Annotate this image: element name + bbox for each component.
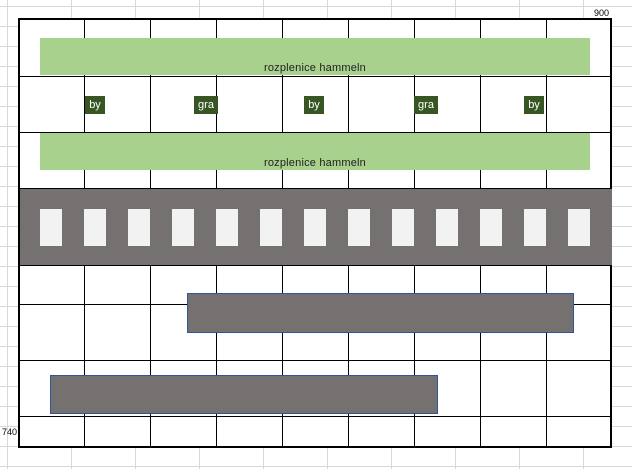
window-cell <box>128 209 150 246</box>
window-cell <box>436 209 458 246</box>
grid-row-line <box>20 360 610 361</box>
grid-row-line <box>20 132 610 133</box>
gray-bar-lower <box>50 375 438 414</box>
grid-row-line <box>20 76 610 77</box>
window-cell <box>480 209 502 246</box>
green-band-bottom: rozplenice hammeln <box>40 133 590 170</box>
window-cell <box>348 209 370 246</box>
tag-by: by <box>524 96 544 114</box>
window-cell <box>524 209 546 246</box>
tag-gra: gra <box>194 96 218 114</box>
window-cell <box>40 209 62 246</box>
window-cell <box>216 209 238 246</box>
top-right-number: 900 <box>594 8 610 18</box>
bottom-left-number: 740 <box>2 427 18 437</box>
gray-block-row <box>20 189 612 265</box>
window-cell <box>392 209 414 246</box>
green-band-top: rozplenice hammeln <box>40 38 590 75</box>
band-label: rozplenice hammeln <box>263 62 367 74</box>
window-cell <box>304 209 326 246</box>
window-cell <box>84 209 106 246</box>
tag-by: by <box>85 96 105 114</box>
window-cell <box>568 209 590 246</box>
window-cell <box>260 209 282 246</box>
tag-by: by <box>304 96 324 114</box>
gray-bar-upper <box>187 293 574 333</box>
tag-gra: gra <box>414 96 438 114</box>
grid-row-line <box>20 264 610 266</box>
window-cell <box>172 209 194 246</box>
band-label: rozplenice hammeln <box>263 157 367 169</box>
grid-row-line <box>20 416 610 417</box>
